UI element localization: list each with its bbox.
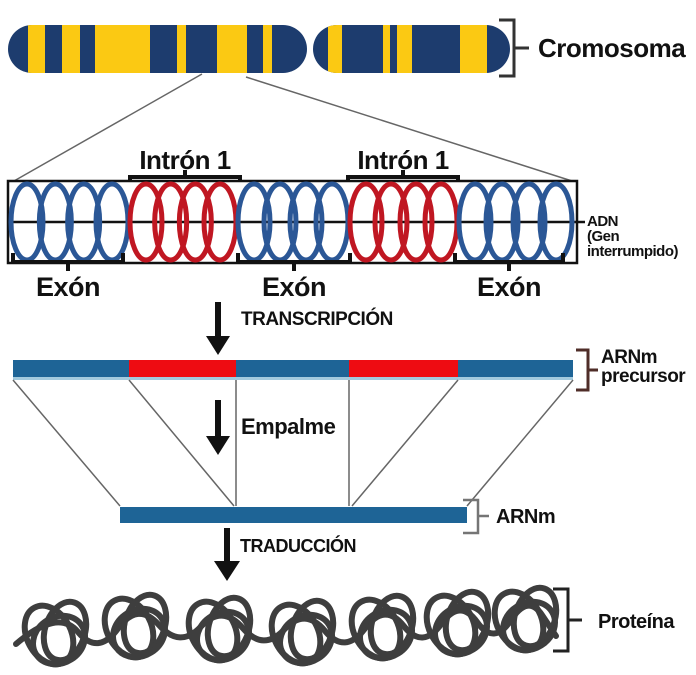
chromosome-band <box>28 25 45 73</box>
exon-label-1: Exón <box>36 272 100 302</box>
translation-arrow-head <box>214 561 240 581</box>
premrna-exon-segment <box>13 360 129 377</box>
mrna-bar <box>120 507 467 523</box>
exon-bracket <box>11 253 125 271</box>
chromosome-band <box>95 25 150 73</box>
chromosome-band <box>217 25 247 73</box>
magnification-line <box>13 73 203 182</box>
intron-coil <box>176 181 214 263</box>
splice-line <box>351 379 459 507</box>
mrna-label: ARNm <box>496 506 555 528</box>
protein-loop <box>432 602 490 658</box>
splicing-label: Empalme <box>241 414 336 439</box>
premrna-label-line1: ARNm <box>601 347 657 368</box>
premrna-exon-segment <box>458 360 573 377</box>
protein-squiggle <box>13 584 560 668</box>
magnification-line <box>245 76 573 182</box>
premrna-label-line2: precursor <box>601 366 686 387</box>
exon-bracket <box>453 253 565 271</box>
premrna-intron-segment <box>129 360 236 377</box>
protein-bracket <box>553 587 582 653</box>
intron-coil <box>372 181 410 263</box>
splice-line <box>128 379 235 507</box>
mrna-bracket <box>463 498 489 535</box>
chromosome-band <box>328 25 342 73</box>
dna-helix-coils <box>8 181 575 263</box>
intron-coil <box>397 181 435 263</box>
protein-loop <box>194 608 252 664</box>
splice-line <box>466 379 574 507</box>
magnification-lines <box>13 73 573 182</box>
transcription-label: TRANSCRIPCIÓN <box>241 308 393 330</box>
adn-label-line1: ADN <box>587 213 618 230</box>
protein-loop <box>277 611 335 667</box>
premrna-intron-segment <box>349 360 458 377</box>
splicing-arrow-head <box>206 436 230 455</box>
chromosome-band <box>62 25 80 73</box>
premrna-bracket <box>576 348 598 392</box>
intron-coil <box>152 181 190 263</box>
chromosome-bracket <box>499 18 529 78</box>
protein-loop <box>30 612 88 668</box>
protein-loop <box>500 598 558 654</box>
adn-label-line3: interrumpido) <box>587 243 678 260</box>
chromosome-label: Cromosoma <box>538 33 686 63</box>
transcription-arrow-head <box>206 336 230 355</box>
splice-line <box>12 379 121 507</box>
splice-guide-lines <box>12 379 574 507</box>
protein-label: Proteína <box>598 611 675 633</box>
premrna-bar <box>13 360 573 380</box>
chromosome-band <box>383 25 390 73</box>
chromosome-arm-left <box>8 25 307 73</box>
protein-loop <box>110 605 168 661</box>
exon-bracket <box>236 253 352 271</box>
chromosome-band <box>397 25 412 73</box>
intron-coil <box>347 181 385 263</box>
adn-label-line2: (Gen <box>587 228 620 245</box>
protein-loop <box>357 606 415 662</box>
chromosome-band <box>263 25 272 73</box>
translation-label: TRADUCCIÓN <box>240 535 356 556</box>
chromosome-graphic <box>8 25 510 73</box>
protein-backbone <box>13 602 559 647</box>
exon-label-3: Exón <box>477 272 541 302</box>
chromosome-band <box>460 25 487 73</box>
chromosome-arm-base <box>8 25 307 73</box>
premrna-bar-shadow <box>13 377 573 380</box>
intron-coil <box>127 181 165 263</box>
premrna-exon-segment <box>236 360 349 377</box>
chromosome-band <box>177 25 186 73</box>
exon-brackets <box>11 253 565 271</box>
chromosome-arm-right <box>313 25 510 73</box>
exon-label-2: Exón <box>262 272 326 302</box>
